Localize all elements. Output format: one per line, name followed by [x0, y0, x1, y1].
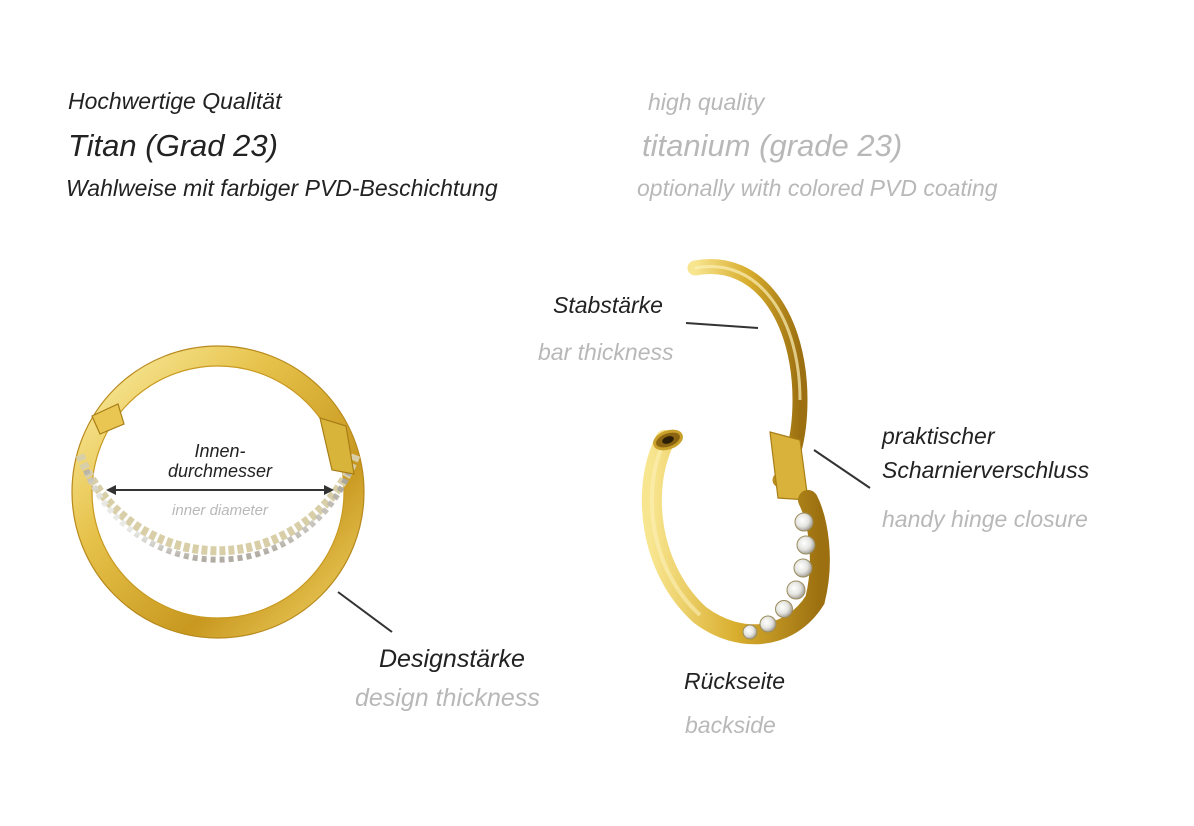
coating-label-en: optionally with colored PVD coating	[637, 175, 998, 201]
bar-thickness-label-de: Stabstärke	[553, 292, 663, 318]
hinge-label-en: handy hinge closure	[882, 506, 1088, 532]
material-label-de: Titan (Grad 23)	[68, 128, 278, 163]
bar-thickness-label-en: bar thickness	[538, 339, 674, 365]
quality-label-en: high quality	[648, 89, 765, 115]
coating-label-de: Wahlweise mit farbiger PVD-Beschichtung	[66, 175, 498, 201]
inner-diameter-label-de-1: Innen-	[194, 441, 246, 461]
gem-row	[742, 512, 816, 640]
quality-label-de: Hochwertige Qualität	[68, 88, 282, 114]
front-ring	[71, 345, 393, 639]
inner-diameter-label-de-2: durchmesser	[167, 461, 273, 481]
backside-label-de: Rückseite	[684, 668, 785, 694]
inner-diameter-label-en: inner diameter	[172, 502, 268, 519]
design-thickness-label-de: Designstärke	[379, 645, 525, 673]
material-label-en: titanium (grade 23)	[642, 128, 903, 163]
backside-label-en: backside	[685, 712, 776, 738]
hinge-label-de-1: praktischer	[882, 423, 995, 449]
design-thickness-label-en: design thickness	[355, 684, 540, 712]
side-ring	[641, 259, 871, 645]
hinge-label-de-2: Scharnierverschluss	[882, 457, 1090, 483]
